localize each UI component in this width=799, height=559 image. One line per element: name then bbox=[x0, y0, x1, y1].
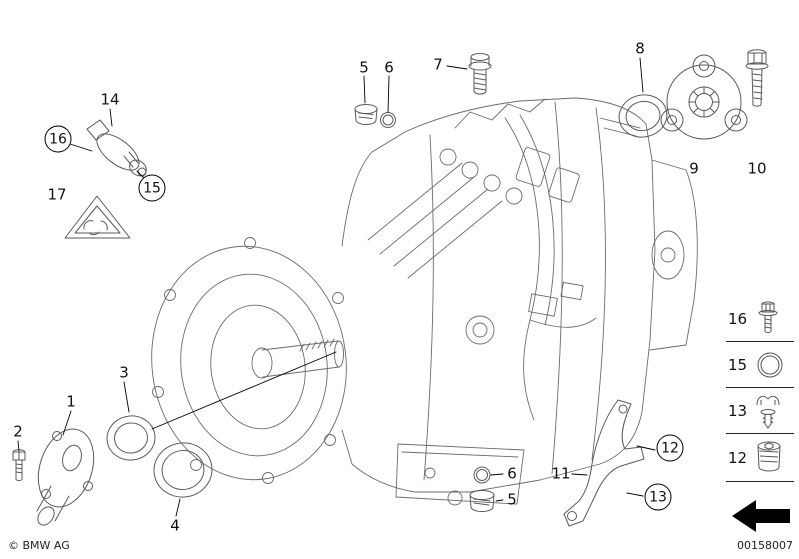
callout-11[interactable]: 11 bbox=[551, 464, 571, 483]
callout-6-bottom[interactable]: 6 bbox=[507, 464, 517, 483]
legend-row-15[interactable]: 15 bbox=[726, 342, 794, 388]
screw-plug-icon bbox=[757, 441, 781, 471]
callout-7[interactable]: 7 bbox=[433, 55, 443, 74]
part-5-plug-top bbox=[354, 104, 378, 125]
part-5-plug-bottom bbox=[469, 490, 495, 512]
part-3-seal-ring bbox=[106, 415, 156, 461]
callout-2[interactable]: 2 bbox=[13, 422, 23, 441]
part-6-oring-bottom bbox=[473, 466, 491, 484]
callout-12[interactable]: 12 bbox=[656, 434, 684, 462]
callout-3[interactable]: 3 bbox=[119, 363, 129, 382]
part-7-screw-plug bbox=[468, 53, 492, 95]
copyright-text: © BMW AG bbox=[8, 539, 70, 552]
part-4-seal-ring bbox=[153, 442, 213, 498]
image-number: 00158007 bbox=[737, 539, 793, 552]
part-drawings bbox=[12, 49, 769, 527]
legend-label-12: 12 bbox=[728, 448, 748, 467]
legend-icons-13 bbox=[755, 391, 781, 430]
hardware-legend: 16 15 13 bbox=[726, 296, 794, 482]
retaining-clip-icon bbox=[756, 395, 780, 406]
callout-14[interactable]: 14 bbox=[100, 90, 120, 109]
part-14-gear-sensor bbox=[86, 119, 147, 177]
transmission-drawing bbox=[151, 97, 698, 506]
direction-arrow bbox=[730, 496, 792, 538]
part-1-guide-sleeve bbox=[36, 428, 95, 526]
callout-10[interactable]: 10 bbox=[747, 159, 767, 178]
legend-label-15: 15 bbox=[728, 355, 748, 374]
legend-label-13: 13 bbox=[728, 401, 748, 420]
part-17-warning-triangle bbox=[64, 195, 131, 239]
callout-17[interactable]: 17 bbox=[47, 185, 67, 204]
part-2-hex-bolt-small bbox=[12, 449, 26, 481]
expanding-rivet-icon bbox=[760, 409, 776, 429]
part-9-output-flange bbox=[660, 54, 748, 140]
legend-row-12[interactable]: 12 bbox=[726, 434, 794, 482]
part-10-hex-bolt bbox=[745, 49, 769, 107]
legend-row-16[interactable]: 16 bbox=[726, 296, 794, 342]
o-ring-icon bbox=[757, 352, 783, 377]
callout-9[interactable]: 9 bbox=[689, 159, 699, 178]
callout-5-bottom[interactable]: 5 bbox=[507, 490, 517, 509]
part-8-shaft-seal bbox=[618, 94, 668, 138]
callout-16[interactable]: 16 bbox=[44, 125, 72, 153]
legend-label-16: 16 bbox=[728, 309, 748, 328]
callout-1[interactable]: 1 bbox=[66, 392, 76, 411]
legend-row-13[interactable]: 13 bbox=[726, 388, 794, 434]
part-6-oring-top bbox=[380, 112, 396, 128]
callout-6-top[interactable]: 6 bbox=[384, 58, 394, 77]
callout-5-top[interactable]: 5 bbox=[359, 58, 369, 77]
callout-13[interactable]: 13 bbox=[644, 483, 672, 511]
part-11-holder-bracket bbox=[563, 399, 645, 527]
callout-8[interactable]: 8 bbox=[635, 39, 645, 58]
callout-15[interactable]: 15 bbox=[138, 174, 166, 202]
hex-bolt-icon bbox=[758, 301, 778, 333]
leader-lines bbox=[17, 57, 656, 517]
callout-4[interactable]: 4 bbox=[170, 516, 180, 535]
